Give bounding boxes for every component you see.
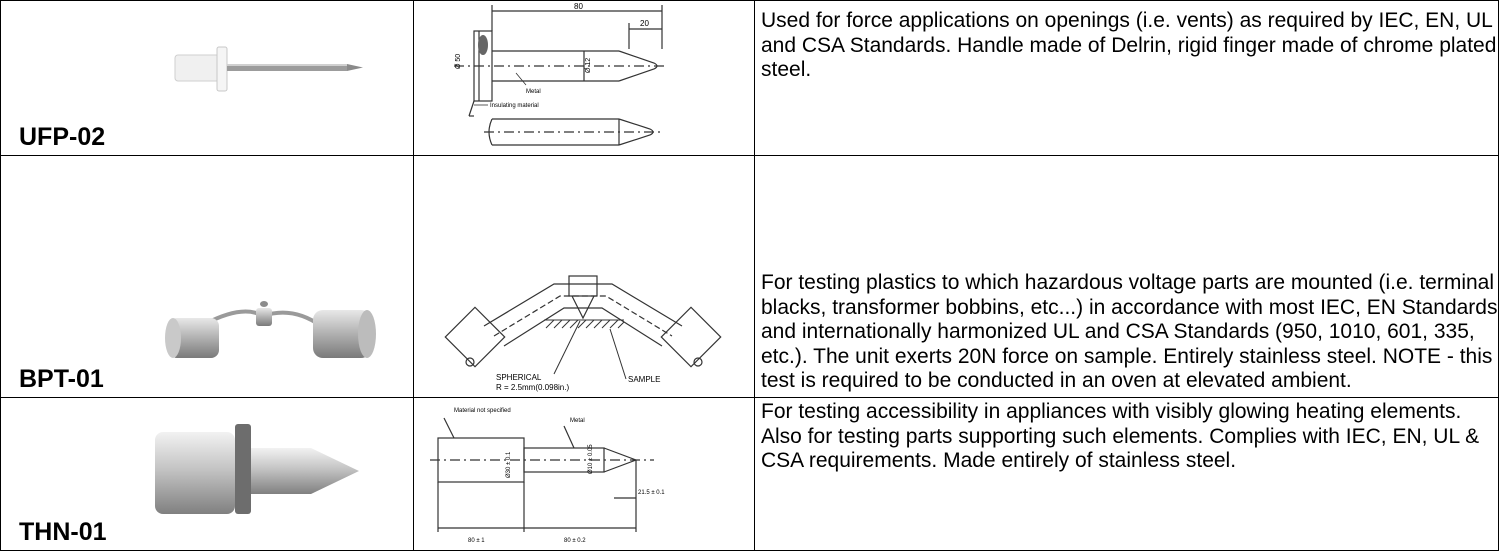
description-cell: For testing plastics to which hazardous …: [754, 155, 1499, 398]
table-row: BPT-01: [0, 155, 1499, 398]
drawing-cell: 80 20 Ø 50 Ø 12 Metal Insulating materia…: [413, 0, 755, 156]
material-label: Material not specified: [454, 408, 511, 414]
rigid-finger-dimension-drawing: 80 20 Ø 50 Ø 12 Metal Insulating materia…: [454, 2, 664, 146]
table-row: THN-01 Material not speci: [0, 397, 1499, 551]
description-cell: For testing accessibility in appliances …: [754, 397, 1499, 551]
dimension-label: Ø 50: [455, 54, 462, 69]
drawing-label: SPHERICAL: [496, 373, 542, 382]
material-label: Insulating material: [490, 103, 539, 109]
table-row: UFP-02: [0, 0, 1499, 156]
drawing-cell: SPHERICAL R = 2.5mm(0.098in.) SAMPLE: [413, 155, 755, 398]
dimension-label: Ø30 ± 0.1: [506, 451, 512, 478]
ball-pressure-tester-photo: [165, 301, 376, 358]
test-pin-dimension-drawing: Material not specified Metal Ø30 ± 0.1 Ø…: [430, 408, 665, 544]
product-cell: UFP-02: [0, 0, 414, 156]
material-label: Metal: [570, 418, 585, 424]
dimension-label: 80: [574, 2, 583, 11]
test-pin-photo: [155, 424, 359, 514]
product-cell: BPT-01: [0, 155, 414, 398]
drawing-cell: Material not specified Metal Ø30 ± 0.1 Ø…: [413, 397, 755, 551]
dimension-label: 21.5 ± 0.1: [638, 490, 665, 496]
dimension-label: Ø10 ± 0.05: [588, 444, 594, 474]
material-label: Metal: [526, 89, 541, 95]
product-description: For testing plastics to which hazardous …: [761, 271, 1498, 393]
product-code: BPT-01: [19, 365, 104, 393]
product-description: For testing accessibility in appliances …: [761, 400, 1480, 473]
dimension-label: 80 ± 1: [468, 538, 485, 544]
drawing-label: SAMPLE: [628, 375, 660, 384]
product-code: UFP-02: [19, 123, 106, 151]
drawing-label: R = 2.5mm(0.098in.): [496, 383, 569, 392]
product-code: THN-01: [19, 518, 107, 546]
product-cell: THN-01: [0, 397, 414, 551]
dimension-label: 80 ± 0.2: [564, 538, 586, 544]
dimension-label: 20: [640, 19, 649, 28]
dimension-label: Ø 12: [585, 58, 592, 73]
ball-pressure-apparatus-drawing: SPHERICAL R = 2.5mm(0.098in.) SAMPLE: [444, 275, 722, 392]
rigid-finger-probe-photo: [174, 46, 363, 92]
product-description: Used for force applications on openings …: [761, 9, 1497, 82]
description-cell: Used for force applications on openings …: [754, 0, 1499, 156]
